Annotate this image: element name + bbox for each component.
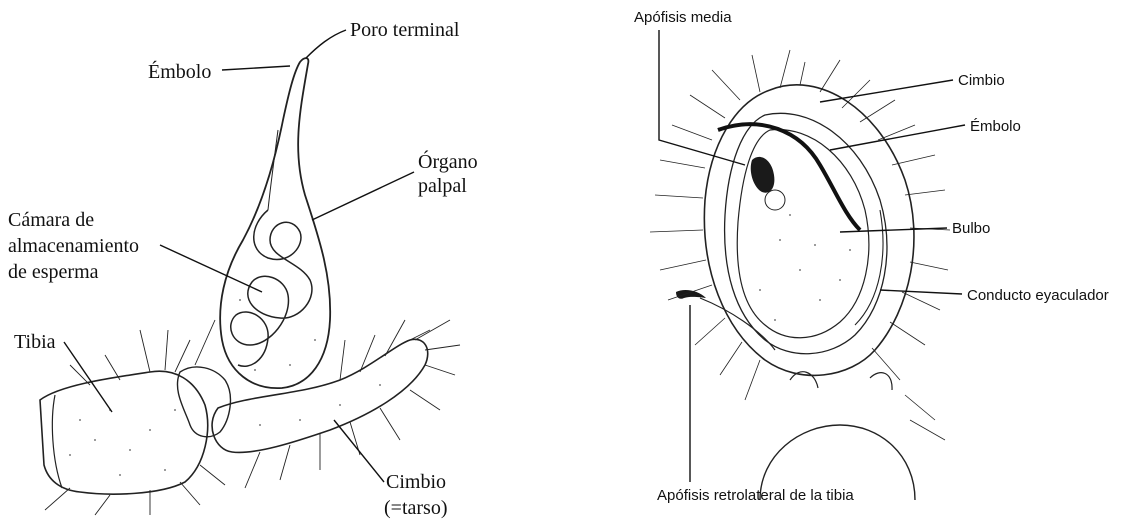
label-camara-line2: almacenamiento: [8, 235, 139, 257]
leader-embolo-right: [830, 125, 965, 150]
leader-cimbio: [334, 420, 384, 482]
leader-camara: [160, 245, 262, 292]
label-embolo-right: Émbolo: [970, 118, 1021, 135]
leader-embolo-left: [222, 66, 290, 70]
label-camara-line1: Cámara de: [8, 209, 94, 231]
setae-right: [650, 50, 950, 440]
label-cimbio-right: Cimbio: [958, 72, 1005, 89]
leader-organo: [312, 172, 414, 220]
right-leader-lines: [659, 30, 965, 482]
apofisis-media-shape: [751, 157, 775, 193]
label-camara-line3: de esperma: [8, 261, 99, 283]
label-embolo-left: Émbolo: [148, 60, 211, 83]
label-bulbo: Bulbo: [952, 220, 990, 237]
leader-conducto: [880, 290, 962, 294]
leader-apofisis-media: [659, 30, 745, 165]
tibia-segment: [40, 371, 208, 494]
label-organo-line2: palpal: [418, 175, 467, 197]
leader-tibia: [64, 342, 112, 412]
label-cimbio-line1: Cimbio: [386, 471, 446, 493]
label-cimbio-line2: (=tarso): [384, 497, 447, 519]
camara-coils: [231, 210, 312, 366]
leader-cimbio-right: [820, 80, 953, 102]
bulbo-ring-outer: [725, 113, 887, 353]
right-illustration: [650, 50, 950, 500]
apofisis-retrolateral-shape: [676, 290, 706, 299]
leader-poro-terminal: [306, 30, 346, 58]
label-apofisis-retrolateral: Apófisis retrolateral de la tibia: [657, 487, 854, 504]
stippling-right: [759, 214, 851, 321]
label-tibia: Tibia: [14, 331, 56, 353]
label-conducto: Conducto eyaculador: [967, 287, 1109, 304]
label-organo-line1: Órgano: [418, 149, 478, 173]
label-apofisis-media: Apófisis media: [634, 9, 732, 26]
label-poro-terminal: Poro terminal: [350, 19, 460, 41]
organo-palpal-shape: [220, 58, 330, 388]
